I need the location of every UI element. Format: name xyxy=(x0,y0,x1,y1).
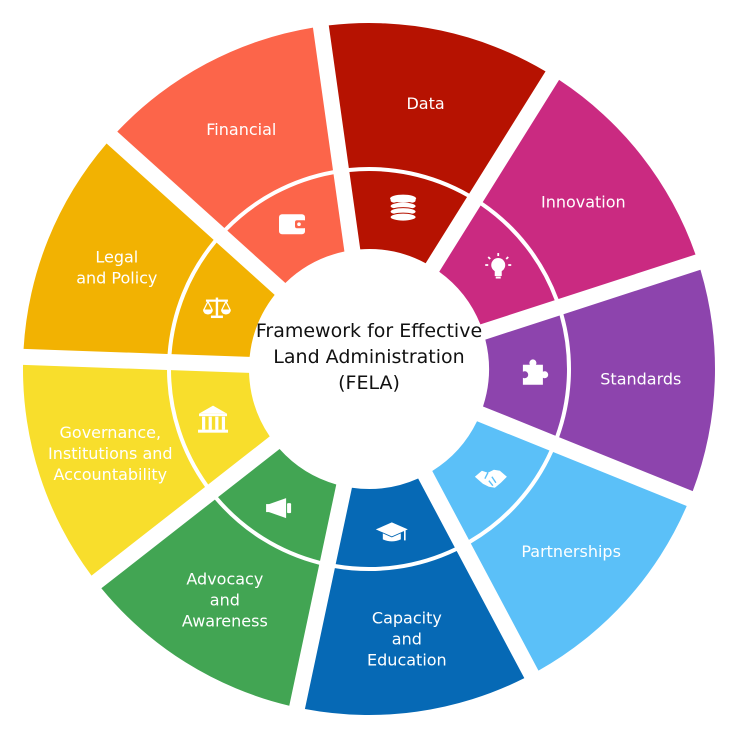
institution-icon xyxy=(198,405,229,433)
graduation-cap-icon xyxy=(375,522,408,542)
segment-label-line: Innovation xyxy=(541,193,626,212)
segment-partnerships xyxy=(470,452,687,671)
segment-label-line: Governance, xyxy=(60,423,162,442)
center-title-line-3: (FELA) xyxy=(338,372,400,394)
center-title: Framework for Effective Land Administrat… xyxy=(219,318,519,396)
segment-label-line: and xyxy=(210,591,240,610)
wallet-icon xyxy=(279,214,307,235)
scales-icon xyxy=(202,297,231,319)
segment-capacity-inner xyxy=(335,478,455,568)
puzzle-icon xyxy=(522,359,549,385)
segment-capacity xyxy=(304,550,525,715)
segment-label-line: Legal xyxy=(95,248,138,267)
segment-label-line: Partnerships xyxy=(521,542,621,561)
segment-label-line: and Policy xyxy=(76,269,157,288)
segment-label-line: Financial xyxy=(206,120,276,139)
segment-label-line: Education xyxy=(367,650,447,669)
center-title-line-2: Land Administration xyxy=(273,346,465,368)
segment-label-standards: Standards xyxy=(600,369,681,388)
segment-label-data: Data xyxy=(406,94,444,113)
segment-label-line: Institutions and xyxy=(48,444,173,463)
segment-label-line: Advocacy xyxy=(186,570,263,589)
segment-financial xyxy=(117,27,333,228)
segment-standards xyxy=(559,269,716,492)
segment-legal xyxy=(23,143,214,354)
segment-data xyxy=(328,23,546,194)
megaphone-icon xyxy=(266,498,292,519)
segment-label-line: Standards xyxy=(600,369,681,388)
segment-label-line: Data xyxy=(406,94,444,113)
center-title-line-1: Framework for Effective xyxy=(255,320,483,342)
segment-label-partnerships: Partnerships xyxy=(521,542,621,561)
segment-label-line: Awareness xyxy=(182,612,268,631)
segment-advocacy xyxy=(101,499,320,706)
segment-label-innovation: Innovation xyxy=(541,193,626,212)
segment-innovation xyxy=(482,79,696,300)
segment-standards-inner xyxy=(483,315,568,436)
segment-label-financial: Financial xyxy=(206,120,276,139)
segment-label-legal: Legal and Policy xyxy=(76,248,157,288)
lightbulb-icon xyxy=(485,253,512,279)
database-icon xyxy=(389,194,417,222)
handshake-icon xyxy=(474,469,507,488)
segment-governance xyxy=(22,364,206,576)
segment-governance-inner xyxy=(171,370,270,485)
segment-label-line: Accountability xyxy=(53,465,167,484)
segment-label-line: and xyxy=(392,629,422,648)
segment-label-line: Capacity xyxy=(372,608,442,627)
